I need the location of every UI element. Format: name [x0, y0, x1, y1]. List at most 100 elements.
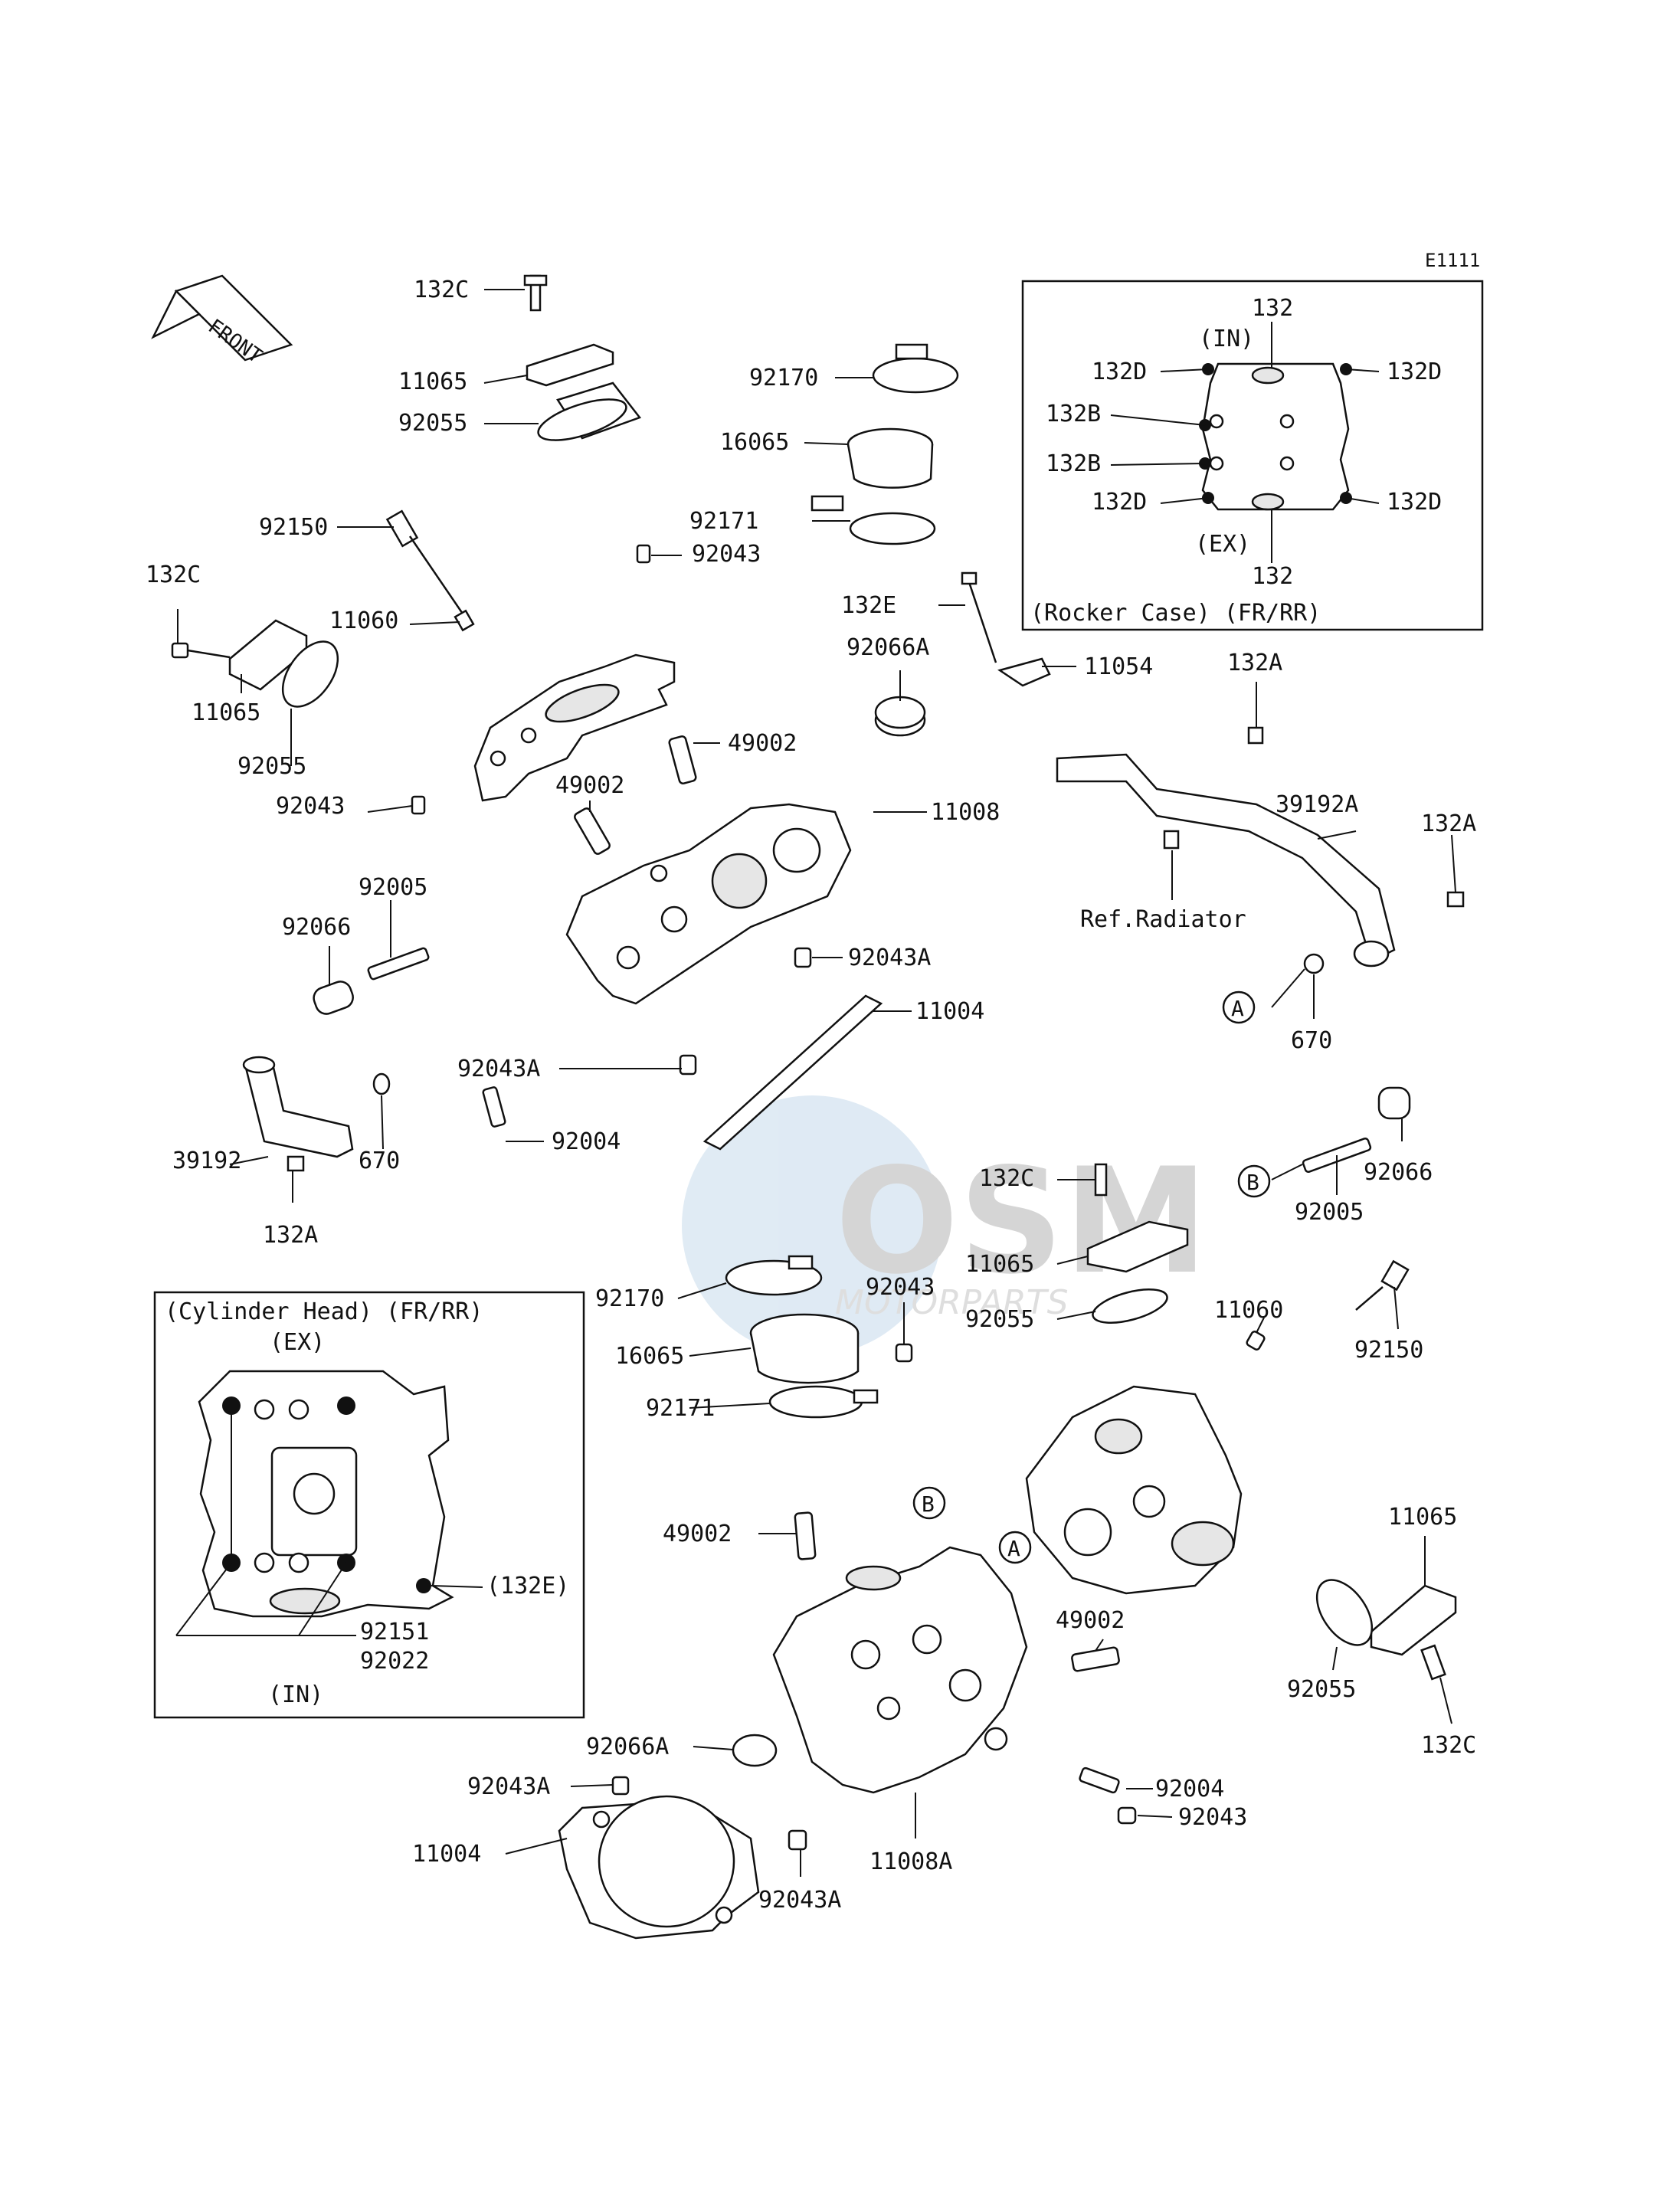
intake-hose-top: [811, 343, 959, 545]
callout-92171-1: 92171: [689, 508, 758, 535]
callout-11065-4: 11065: [1388, 1504, 1457, 1531]
dowel-92043-1: [636, 544, 651, 564]
cylinder-head-rear: [772, 1546, 1028, 1794]
callout-92066a-2: 92066A: [586, 1734, 669, 1760]
valve-49002-4: [1071, 1646, 1120, 1672]
watermark-sub: MOTORPARTS: [835, 1283, 1069, 1322]
svg-text:A: A: [1231, 996, 1244, 1021]
cap-92066-1: [313, 981, 354, 1015]
callout-11004-2: 11004: [412, 1841, 481, 1868]
callout-92055-4: 92055: [1287, 1676, 1356, 1703]
valve-49002-1: [668, 735, 697, 784]
callout-92043a-3: 92043A: [467, 1773, 550, 1800]
callout-11008a: 11008A: [869, 1848, 952, 1875]
rocker-inset-title: (Rocker Case) (FR/RR): [1030, 600, 1321, 627]
callout-92043-1: 92043: [276, 793, 345, 820]
diagram-code: E1111: [1425, 250, 1480, 271]
cylinder-inset-title: (Cylinder Head) (FR/RR): [165, 1298, 483, 1325]
rocker-case-front: [473, 653, 676, 802]
callout-11065-1: 11065: [398, 368, 467, 395]
rocker-label-132d-2: 132D: [1387, 359, 1442, 385]
callout-92055-1: 92055: [398, 410, 467, 437]
callout-92066-2: 92066: [1364, 1159, 1433, 1186]
valve-49002-3: [794, 1511, 817, 1560]
rocker-cap-plate-2: [171, 619, 339, 708]
svg-text:B: B: [1246, 1170, 1259, 1195]
rocker-label-132b-2: 132B: [1046, 450, 1101, 477]
callout-11054: 11054: [1084, 653, 1153, 680]
callout-92005-1: 92005: [359, 874, 427, 901]
callout-92066-1: 92066: [282, 914, 351, 941]
callout-92055-3: 92055: [965, 1306, 1034, 1333]
rocker-label-132b-1: 132B: [1046, 401, 1101, 427]
cap-92066a-2: [732, 1734, 778, 1767]
cylinder-head-drawing: [198, 1370, 454, 1618]
dowel-92043-4: [1117, 1806, 1137, 1825]
callout-132c-1: 132C: [414, 277, 469, 303]
callout-16065-2: 16065: [615, 1343, 684, 1370]
callout-92170-2: 92170: [595, 1285, 664, 1312]
marker-a-2: A: [998, 1531, 1032, 1564]
callout-ref-radiator: Ref.Radiator: [1080, 906, 1246, 933]
cylinder-label-92151: 92151: [360, 1619, 429, 1645]
watermark-brand: OSM: [835, 1137, 1208, 1306]
stud-92004-1: [482, 1086, 506, 1128]
callout-132c-3: 132C: [979, 1165, 1034, 1192]
callout-11008: 11008: [931, 799, 1000, 826]
dowel-92043a-3: [611, 1776, 630, 1796]
dowel-92043a-4: [788, 1829, 807, 1851]
callout-11004-1: 11004: [915, 998, 984, 1025]
rocker-case-drawing: [1199, 362, 1352, 511]
callout-132e: 132E: [841, 592, 896, 619]
callout-92043-4: 92043: [1178, 1804, 1247, 1831]
cylinder-inset-frame: [153, 1291, 585, 1719]
callout-92043a-1: 92043A: [457, 1056, 540, 1082]
dowel-92043a-2: [679, 1054, 697, 1076]
svg-text:A: A: [1007, 1536, 1020, 1561]
callout-92005-2: 92005: [1295, 1199, 1364, 1226]
bolt-ref-radiator: [1163, 830, 1180, 850]
rocker-label-132d-3: 132D: [1092, 489, 1147, 516]
cylinder-label-92022: 92022: [360, 1648, 429, 1675]
rocker-cap-plate-4: [1315, 1579, 1457, 1681]
oring-670-1: [372, 1072, 391, 1095]
callout-49002-2: 49002: [555, 772, 624, 799]
rocker-label-132-top: 132: [1252, 295, 1293, 322]
valve-49002-2: [574, 807, 611, 855]
callout-92066a-1: 92066A: [847, 634, 929, 661]
cylinder-label-132e: (132E): [486, 1573, 569, 1599]
callout-132a-3: 132A: [1421, 810, 1476, 837]
oring-670-2: [1303, 953, 1325, 974]
svg-text:B: B: [922, 1491, 935, 1517]
gasket-11004-front: [702, 994, 883, 1151]
gasket-11004-rear: [558, 1795, 760, 1940]
stud-92004-2: [1079, 1766, 1120, 1794]
callout-132a-1: 132A: [263, 1222, 318, 1249]
callout-39192: 39192: [172, 1148, 241, 1174]
callout-92043a-4: 92043A: [758, 1887, 841, 1914]
callout-11065-3: 11065: [965, 1251, 1034, 1278]
rocker-label-132d-4: 132D: [1387, 489, 1442, 516]
callout-11060-1: 11060: [329, 607, 398, 634]
cylinder-in-label: (IN): [268, 1681, 323, 1708]
rocker-label-132d-1: 132D: [1092, 359, 1147, 385]
rocker-inset-frame: [1021, 280, 1484, 631]
callout-92171-2: 92171: [646, 1395, 715, 1422]
marker-a-1: A: [1222, 990, 1256, 1024]
rocker-case-rear: [1025, 1385, 1243, 1595]
cylinder-head-front: [565, 803, 852, 1005]
cap-92066-2: [1377, 1086, 1411, 1120]
callout-92170-1: 92170: [749, 365, 818, 391]
bolt-92150-front: [385, 509, 475, 632]
callout-49002-1: 49002: [728, 730, 797, 757]
callout-132a-2: 132A: [1227, 650, 1282, 676]
callout-132c-2: 132C: [146, 562, 201, 588]
callout-92150-2: 92150: [1354, 1337, 1423, 1364]
callout-132c-4: 132C: [1421, 1732, 1476, 1759]
water-pipe-39192a: [1056, 726, 1465, 968]
callout-92043-3: 92043: [866, 1274, 935, 1301]
rocker-label-132-bottom: 132: [1252, 563, 1293, 590]
marker-b-1: B: [1237, 1164, 1271, 1198]
pin-92005-1: [367, 947, 430, 981]
